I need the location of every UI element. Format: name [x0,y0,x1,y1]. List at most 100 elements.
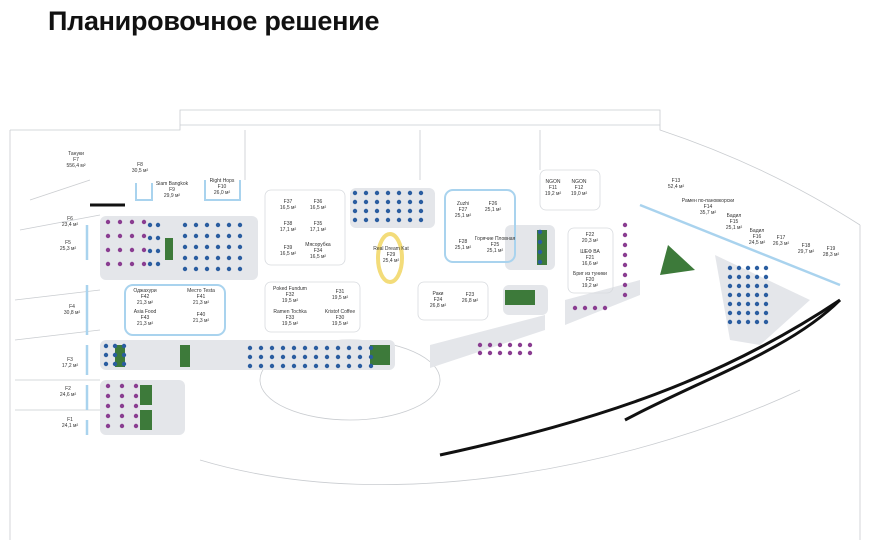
seat-table [352,208,358,214]
seat-table [763,310,769,316]
seat-table [247,354,253,360]
green-planters [115,230,695,430]
seat-table [103,343,109,349]
seat-table [237,255,243,261]
shop-name: Горячие Пловная [474,236,516,242]
shop-name: Real Dream Kat [373,246,409,252]
shop-area: 23,4 м² [61,222,79,228]
shop-id: F26 [488,201,498,207]
facade-wall-lower [439,298,841,457]
seat-table [346,354,352,360]
seat-table [745,274,751,280]
seat-table [622,282,628,288]
page-title: Планировочное решение [48,6,380,36]
shop-area: 19,5 м² [331,295,349,301]
seat-table [754,310,760,316]
seat-table [537,239,543,245]
shop-id: F8 [137,162,143,168]
seat-table [215,244,221,250]
seat-table [204,233,210,239]
seat-table [357,354,363,360]
seat-table [727,265,733,271]
shop-id: F30 [335,315,345,321]
seat-table [407,217,413,223]
shop-name: Бадил [749,228,765,234]
shop-id: F14 [703,204,713,210]
shop-area: 19,5 м² [331,321,349,327]
shop-id: F10 [217,184,227,190]
seat-table [247,345,253,351]
shop-area: 21,3 м² [192,318,210,324]
shop-area: 30,5 м² [131,168,149,174]
shop-area: 556,4 м² [66,163,86,169]
seat-table [103,361,109,367]
shop-id: F11 [548,185,558,191]
seat-table [368,354,374,360]
seat-table [237,266,243,272]
seat-table [346,363,352,369]
seat-table [105,219,111,225]
shop-area: 26,8 м² [461,298,479,304]
shop-id: F13 [671,178,681,184]
seat-table [385,190,391,196]
seat-table [727,283,733,289]
seat-table [477,342,483,348]
seat-table [368,345,374,351]
seat-table [745,319,751,325]
seat-table [182,222,188,228]
seat-table [418,217,424,223]
shop-id: F33 [285,315,295,321]
seat-table [182,266,188,272]
shop-id: F18 [801,243,811,249]
seat-table [121,343,127,349]
seat-table [237,244,243,250]
seat-table [291,363,297,369]
shop-area: 26,8 м² [429,303,447,309]
shop-outlines [264,169,614,333]
shop-name: Бадил [726,213,742,219]
